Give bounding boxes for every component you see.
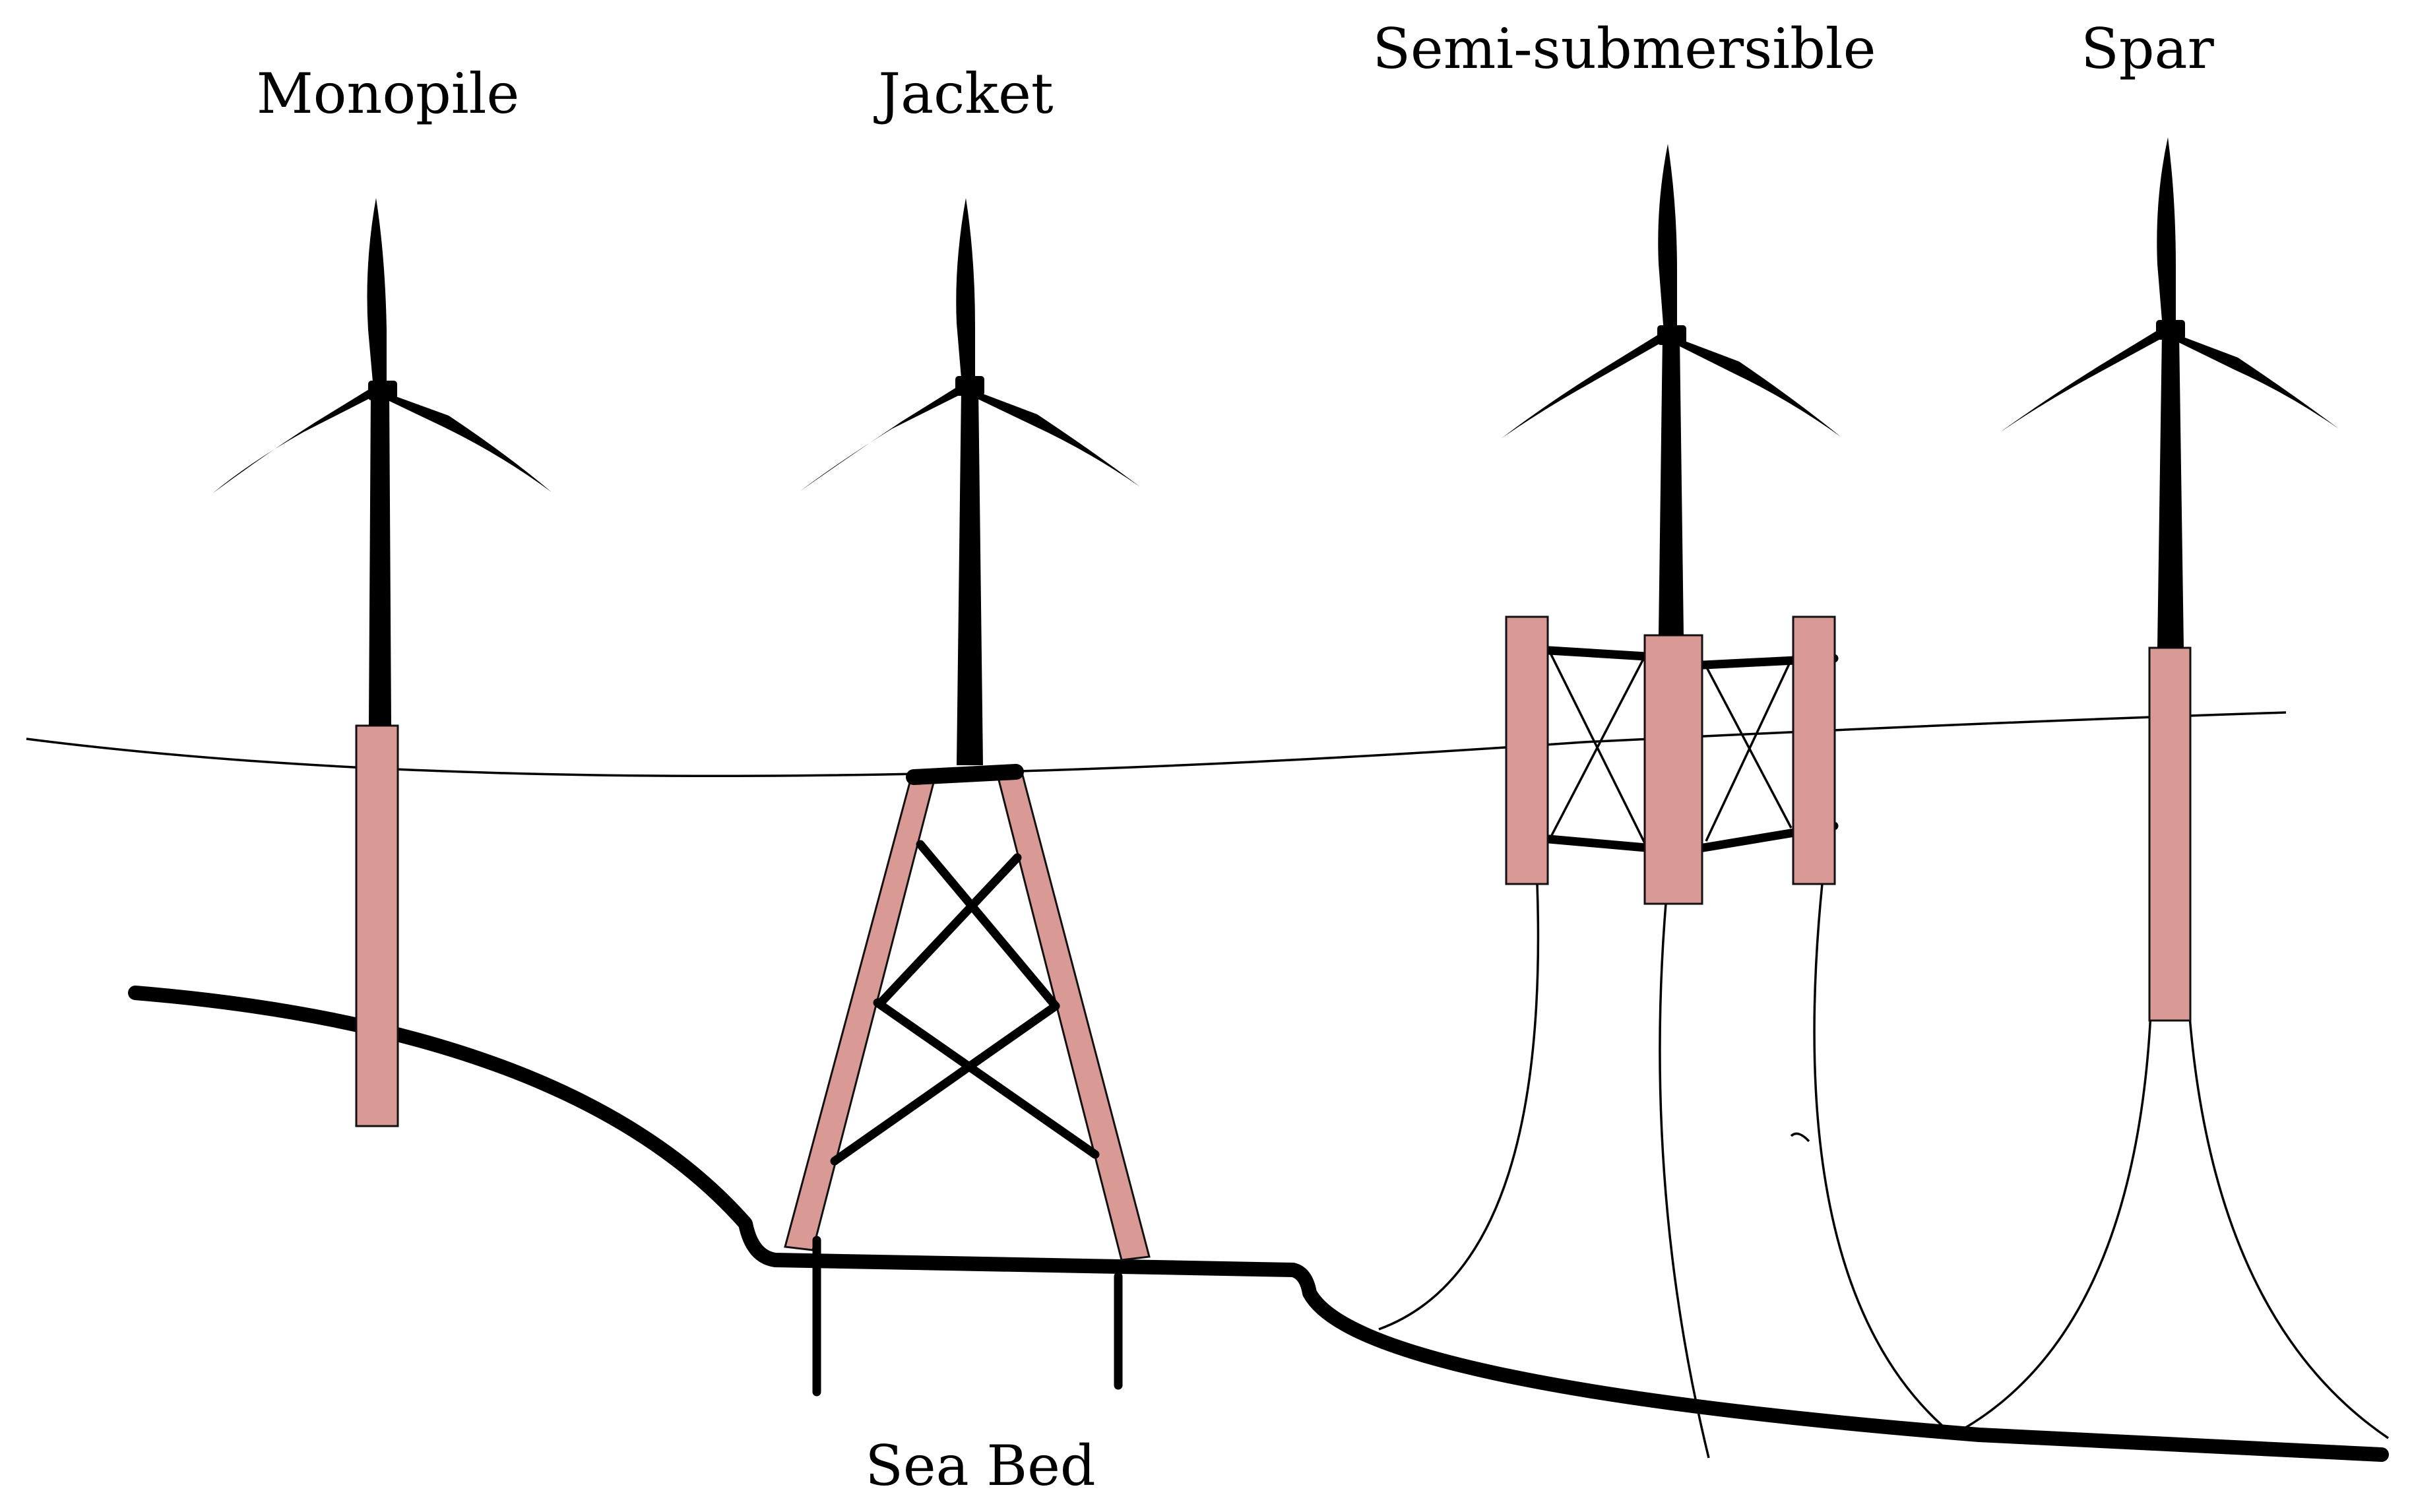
semi-column-left bbox=[1505, 615, 1549, 885]
semi-submersible-turbine bbox=[1378, 144, 1954, 1459]
spar-foundation bbox=[2148, 646, 2192, 1022]
monopile-blade-right bbox=[384, 394, 552, 492]
spar-tower bbox=[2157, 333, 2184, 648]
label-spar: Spar bbox=[2081, 16, 2214, 81]
jacket-deck bbox=[906, 764, 1024, 785]
monopile-turbine bbox=[212, 198, 552, 1127]
semi-mooring-left bbox=[1378, 883, 1540, 1331]
semi-blade-left bbox=[1501, 331, 1666, 439]
semi-blade-right bbox=[1673, 339, 1841, 437]
jacket-brace-4 bbox=[830, 1001, 1060, 1166]
label-jacket: Jacket bbox=[878, 61, 1054, 126]
label-monopile: Monopile bbox=[256, 61, 520, 126]
semi-link-bottom-left bbox=[1544, 835, 1651, 852]
sea-bed-line bbox=[128, 986, 2389, 1462]
semi-cross-4 bbox=[1705, 659, 1793, 842]
semi-mooring-right bbox=[1813, 883, 1954, 1436]
spar-blade-right bbox=[2172, 335, 2339, 429]
monopile-tower bbox=[369, 393, 391, 726]
monopile-foundation bbox=[355, 724, 399, 1127]
semi-link-top-left bbox=[1544, 646, 1651, 661]
spar-blade-left bbox=[2000, 327, 2165, 432]
semi-cross-2 bbox=[1549, 656, 1646, 838]
monopile-blade-up bbox=[367, 198, 387, 389]
jacket-turbine bbox=[784, 198, 1151, 1397]
semi-tower bbox=[1659, 336, 1684, 635]
spar-mooring-right bbox=[2186, 976, 2389, 1439]
spar-turbine bbox=[1952, 137, 2389, 1439]
monopile-blade-left bbox=[212, 387, 377, 493]
spar-blade-up bbox=[2157, 137, 2176, 329]
jacket-blade-up bbox=[956, 198, 975, 386]
jacket-leg-right bbox=[996, 774, 1151, 1261]
semi-mooring-center bbox=[1659, 903, 1710, 1459]
semi-blade-up bbox=[1658, 144, 1677, 333]
jacket-blade-left bbox=[800, 384, 965, 491]
semi-mooring-hook bbox=[1790, 1132, 1810, 1143]
jacket-blade-right bbox=[971, 392, 1140, 487]
jacket-brace-3 bbox=[873, 998, 1100, 1159]
jacket-brace-1 bbox=[916, 840, 1060, 1011]
label-sea-bed: Sea Bed bbox=[865, 1433, 1096, 1498]
jacket-brace-2 bbox=[876, 853, 1022, 1007]
spar-mooring-left bbox=[1952, 976, 2153, 1436]
jacket-leg-left bbox=[784, 774, 937, 1251]
semi-column-right bbox=[1792, 615, 1836, 885]
label-semi-submersible: Semi-submersible bbox=[1372, 16, 1876, 81]
semi-cross-3 bbox=[1705, 666, 1793, 829]
semi-column-center bbox=[1643, 634, 1703, 905]
jacket-tower bbox=[957, 389, 983, 765]
